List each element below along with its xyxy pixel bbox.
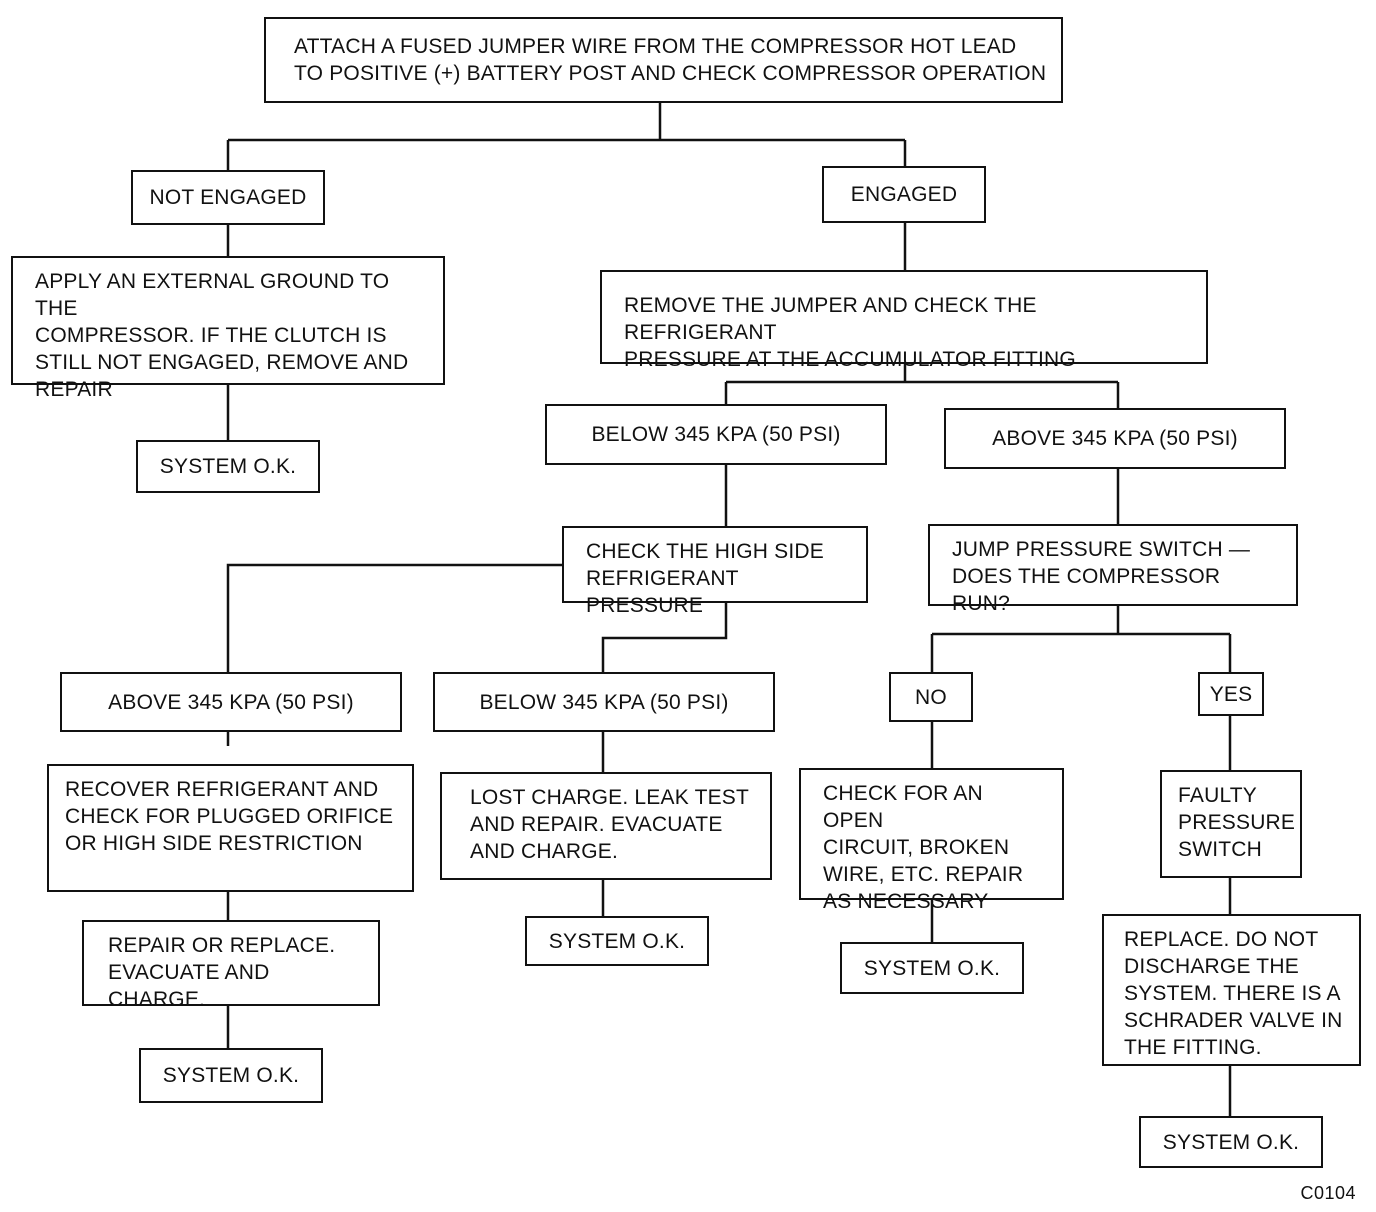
- below-345-box-b: BELOW 345 kPa (50 PSI): [433, 672, 775, 732]
- repair-replace-box: REPAIR OR REPLACE. EVACUATE AND CHARGE.: [82, 920, 380, 1011]
- connector-check-high-side: [226, 563, 728, 672]
- apply-ground-box: APPLY AN EXTERNAL GROUND TO THE COMPRESS…: [11, 256, 445, 401]
- system-ok-box-5: SYSTEM O.K.: [1139, 1116, 1323, 1168]
- above-345-box-b: ABOVE 345 kPa (50 PSI): [60, 672, 402, 732]
- system-ok-box-1: SYSTEM O.K.: [136, 440, 320, 493]
- connector-remove-jumper: [724, 364, 1120, 408]
- not-engaged-box: NOT ENGAGED: [131, 170, 325, 225]
- connector-jump-switch: [930, 606, 1232, 672]
- above-345-box-a: ABOVE 345 kPa (50 PSI): [944, 408, 1286, 469]
- no-box: NO: [889, 672, 973, 722]
- recover-box: RECOVER REFRIGERANT AND CHECK FOR PLUGGE…: [47, 764, 414, 892]
- lost-charge-box: LOST CHARGE. LEAK TEST AND REPAIR. EVACU…: [440, 772, 772, 880]
- system-ok-box-4: SYSTEM O.K.: [139, 1048, 323, 1103]
- open-circuit-box: CHECK FOR AN OPEN CIRCUIT, BROKEN WIRE, …: [799, 768, 1064, 913]
- faulty-switch-box: FAULTY PRESSURE SWITCH: [1160, 770, 1302, 878]
- system-ok-box-2: SYSTEM O.K.: [525, 916, 709, 966]
- below-345-box-a: BELOW 345 kPa (50 PSI): [545, 404, 887, 465]
- start-box: ATTACH A FUSED JUMPER WIRE FROM THE COMP…: [264, 17, 1063, 103]
- connector-start: [226, 102, 907, 170]
- jump-switch-box: JUMP PRESSURE SWITCH — DOES THE COMPRESS…: [928, 524, 1298, 615]
- figure-code: C0104: [1300, 1183, 1356, 1203]
- yes-box: YES: [1198, 672, 1264, 716]
- replace-box: REPLACE. DO NOT DISCHARGE THE SYSTEM. TH…: [1102, 914, 1361, 1066]
- engaged-box: ENGAGED: [822, 166, 986, 223]
- remove-jumper-box: REMOVE THE JUMPER AND CHECK THE REFRIGER…: [600, 270, 1208, 371]
- system-ok-box-3: SYSTEM O.K.: [840, 942, 1024, 994]
- check-high-side-box: CHECK THE HIGH SIDE REFRIGERANT PRESSURE: [562, 526, 868, 617]
